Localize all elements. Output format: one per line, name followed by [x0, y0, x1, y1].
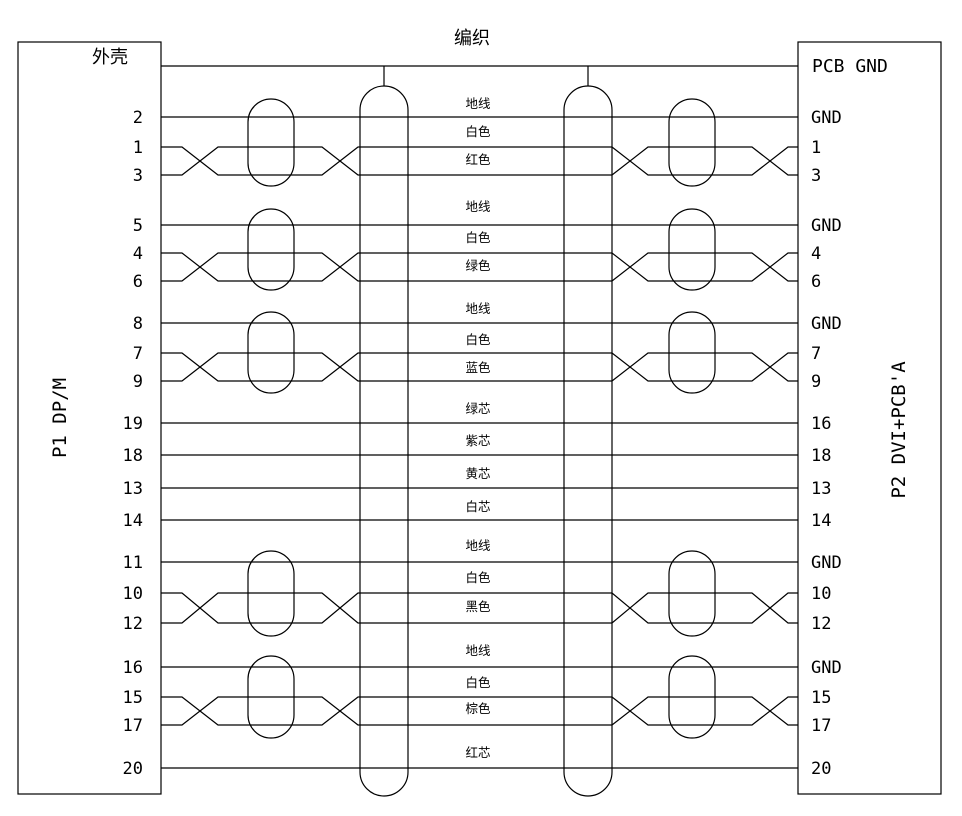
left-pin-label: 13 [123, 479, 143, 499]
wire-row-2 [161, 146, 798, 176]
wire-color-label: 地线 [465, 96, 491, 111]
right-pin-label: 20 [811, 759, 831, 779]
wire-color-label: 白芯 [465, 499, 490, 514]
right-pin-label: GND [811, 658, 842, 678]
right-pin-label: 7 [811, 344, 821, 364]
pair-shield-left-3 [247, 550, 295, 637]
right-pin-label: 1 [811, 138, 821, 158]
pair-shield-left-0 [247, 98, 295, 187]
wire-row-15 [161, 592, 798, 624]
wire-color-label: 白色 [465, 124, 491, 139]
right-pin-label: GND [811, 216, 842, 236]
wire-color-label: 蓝色 [465, 360, 491, 375]
left-pin-label: 18 [123, 446, 143, 466]
right-pin-label: 3 [811, 166, 821, 186]
right-pin-label: 4 [811, 244, 821, 264]
wire-color-label: 白色 [465, 332, 491, 347]
right-pin-label: 12 [811, 614, 831, 634]
wire-color-label: 棕色 [465, 701, 491, 716]
left-pin-label: 4 [133, 244, 143, 264]
right-pin-label: 9 [811, 372, 821, 392]
left-pin-label: 3 [133, 166, 143, 186]
right-pin-label: 16 [811, 414, 831, 434]
left-pin-label: 5 [133, 216, 143, 236]
left-pin-label: 19 [123, 414, 143, 434]
wire-color-label: 黑色 [465, 599, 491, 614]
pair-shield-left-2 [247, 311, 295, 394]
wire-color-label: 地线 [465, 301, 491, 316]
overall-shield-right [563, 85, 613, 797]
right-pin-label: 10 [811, 584, 831, 604]
shields-layer [247, 85, 716, 797]
wires-layer [161, 116, 798, 769]
wire-color-label: 地线 [465, 643, 491, 658]
right-shell-label: PCB GND [812, 56, 888, 77]
wire-color-label: 白色 [465, 570, 491, 585]
left-connector-box [17, 41, 162, 795]
pair-shield-left-4 [247, 655, 295, 739]
wire-row-5 [161, 252, 798, 282]
pair-shield-right-2 [668, 311, 716, 394]
pair-shield-right-4 [668, 655, 716, 739]
right-pin-label: GND [811, 108, 842, 128]
right-connector-box [797, 41, 942, 795]
left-pin-label: 17 [123, 716, 143, 736]
left-pin-label: 15 [123, 688, 143, 708]
wire-color-label: 绿芯 [465, 401, 490, 416]
pair-shield-left-1 [247, 208, 295, 291]
wire-color-label: 红芯 [465, 745, 490, 760]
left-pin-label: 20 [123, 759, 143, 779]
left-connector-name: P1 DP/M [49, 378, 71, 458]
right-pin-label: 14 [811, 511, 831, 531]
pair-shield-right-3 [668, 550, 716, 637]
right-pin-label: GND [811, 553, 842, 573]
right-pin-label: 17 [811, 716, 831, 736]
wire-color-label: 白色 [465, 230, 491, 245]
wire-color-label: 地线 [465, 538, 491, 553]
right-connector-name: P2 DVI+PCB'A [888, 361, 910, 499]
pair-shield-right-0 [668, 98, 716, 187]
wire-color-label: 白色 [465, 675, 491, 690]
right-pin-label: 13 [811, 479, 831, 499]
wire-color-label: 红色 [465, 152, 491, 167]
right-pin-label: 18 [811, 446, 831, 466]
overall-shield-left [359, 85, 409, 797]
wire-color-label: 紫芯 [465, 433, 490, 448]
left-pin-label: 16 [123, 658, 143, 678]
pair-shield-right-1 [668, 208, 716, 291]
left-pin-label: 10 [123, 584, 143, 604]
wire-row-8 [161, 352, 798, 382]
left-pin-label: 6 [133, 272, 143, 292]
wire-color-label: 黄芯 [465, 466, 490, 481]
left-pin-label: 1 [133, 138, 143, 158]
left-pin-label: 7 [133, 344, 143, 364]
left-shell-label: 外壳 [92, 47, 128, 68]
left-pin-label: 2 [133, 108, 143, 128]
left-pin-label: 12 [123, 614, 143, 634]
left-pin-label: 14 [123, 511, 143, 531]
left-pin-label: 8 [133, 314, 143, 334]
wire-color-label: 绿色 [465, 258, 491, 273]
left-pin-label: 11 [123, 553, 143, 573]
braid-label: 编织 [454, 28, 490, 49]
wire-color-label: 地线 [465, 199, 491, 214]
left-pin-label: 9 [133, 372, 143, 392]
right-pin-label: GND [811, 314, 842, 334]
right-pin-label: 6 [811, 272, 821, 292]
right-pin-label: 15 [811, 688, 831, 708]
wire-row-18 [161, 696, 798, 726]
